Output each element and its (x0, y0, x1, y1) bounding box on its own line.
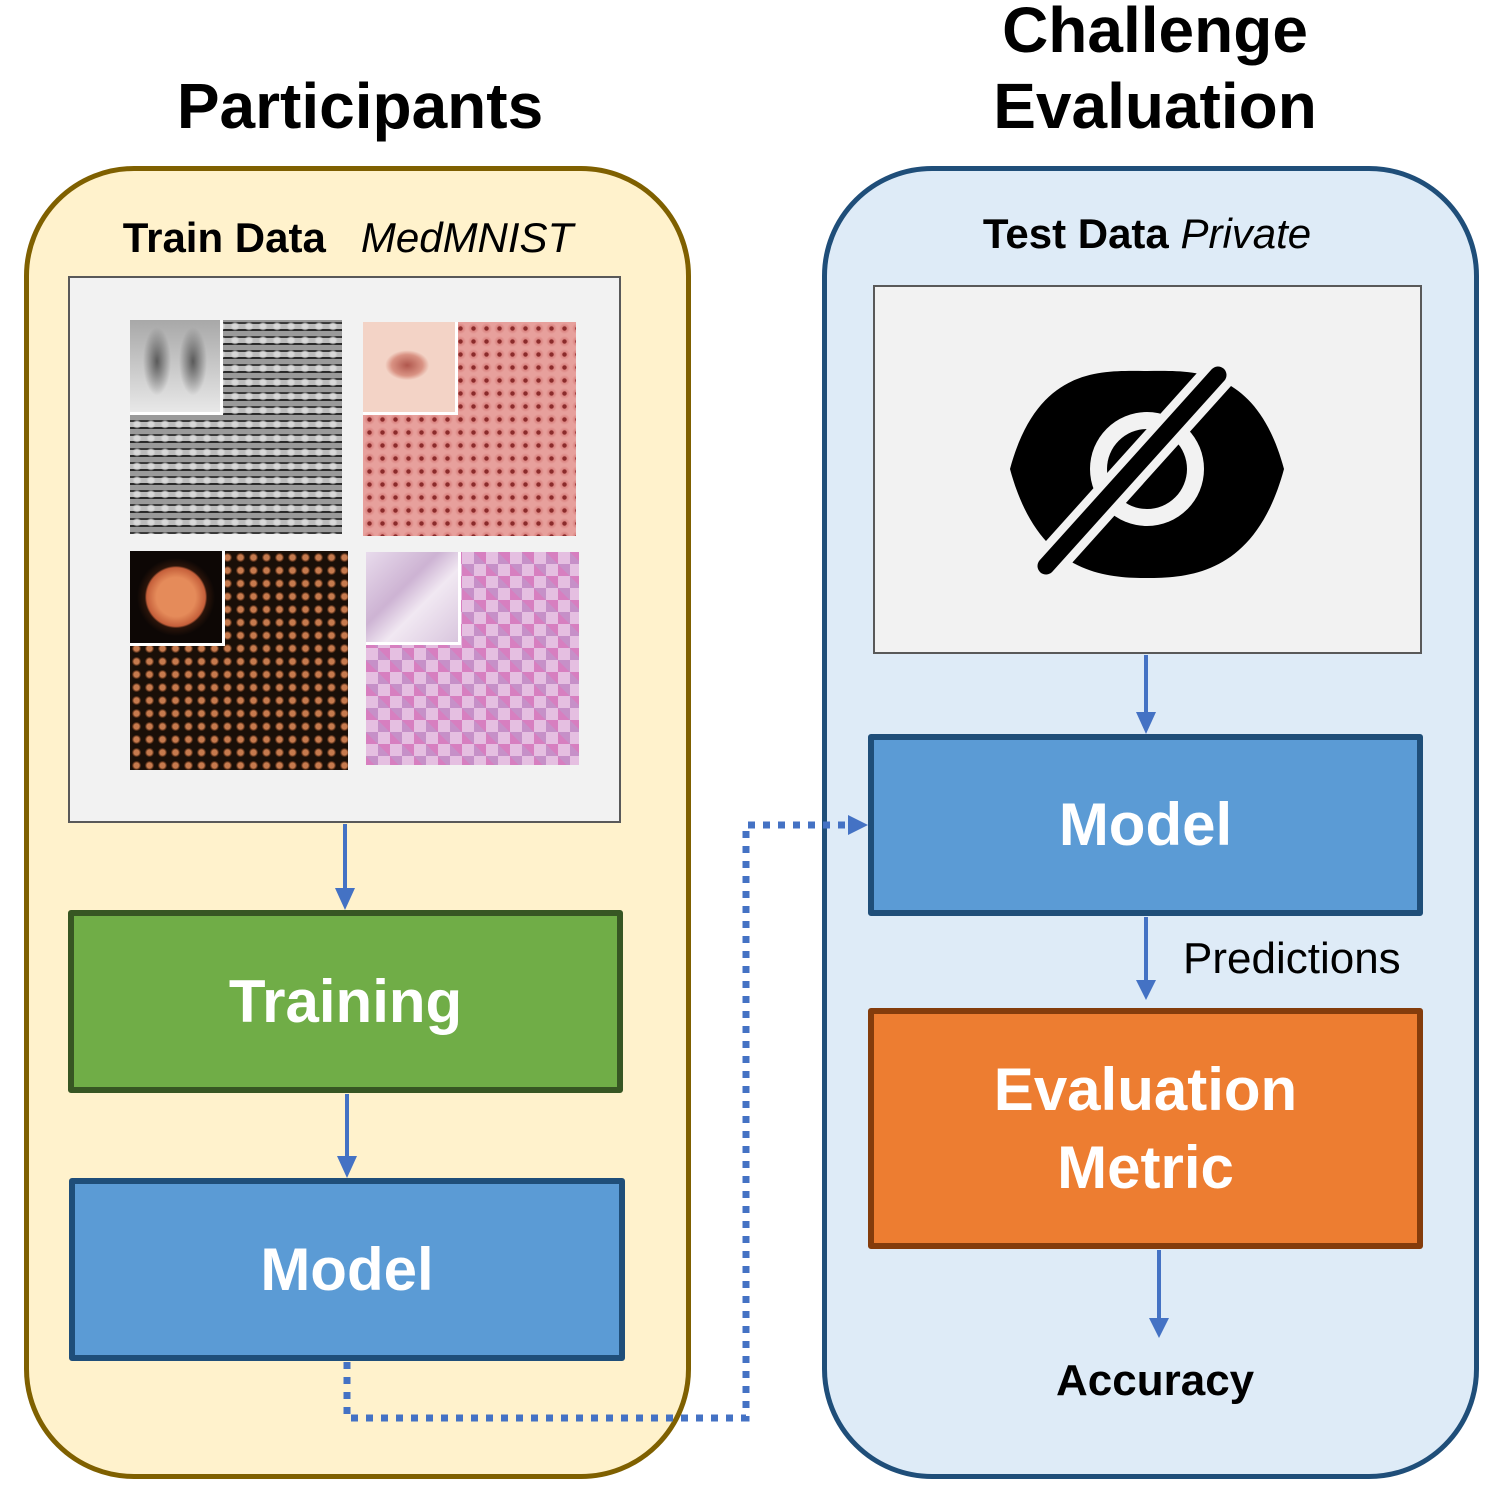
retinal-fundus-sample (130, 551, 225, 646)
training-block: Training (68, 910, 623, 1093)
train-data-image (68, 276, 621, 823)
test-data-heading: Test Data Private (873, 210, 1421, 258)
evaluation-metric-block: Evaluation Metric (868, 1008, 1423, 1249)
training-label: Training (228, 967, 463, 1035)
metric-label-line1: Evaluation (993, 1055, 1298, 1123)
test-data-source: Private (1180, 210, 1312, 257)
train-data-label: Train Data (122, 214, 326, 261)
train-data-heading: Train Data MedMNIST (68, 214, 628, 262)
predictions-label: Predictions (1183, 934, 1401, 983)
dermoscopy-sample (363, 322, 458, 415)
chest-xray-sample (130, 320, 223, 415)
eye-slash-icon (1010, 366, 1284, 578)
histopathology-sample (366, 552, 461, 645)
accuracy-label: Accuracy (1056, 1356, 1255, 1405)
test-data-image (873, 285, 1422, 654)
evaluation-title-line1: Challenge (1002, 0, 1308, 66)
evaluation-title: Challenge Evaluation (905, 0, 1405, 144)
test-data-label: Test Data (982, 210, 1169, 257)
evaluation-title-line2: Evaluation (993, 70, 1317, 142)
participant-model-block: Model (69, 1178, 625, 1361)
participants-title: Participants (176, 70, 544, 142)
participant-model-label: Model (260, 1235, 434, 1303)
train-data-source: MedMNIST (360, 214, 574, 261)
metric-label-line2: Metric (1057, 1133, 1234, 1201)
histopathology-mosaic (366, 552, 579, 765)
evaluation-model-label: Model (1058, 791, 1233, 858)
evaluation-model-block: Model (868, 734, 1423, 916)
